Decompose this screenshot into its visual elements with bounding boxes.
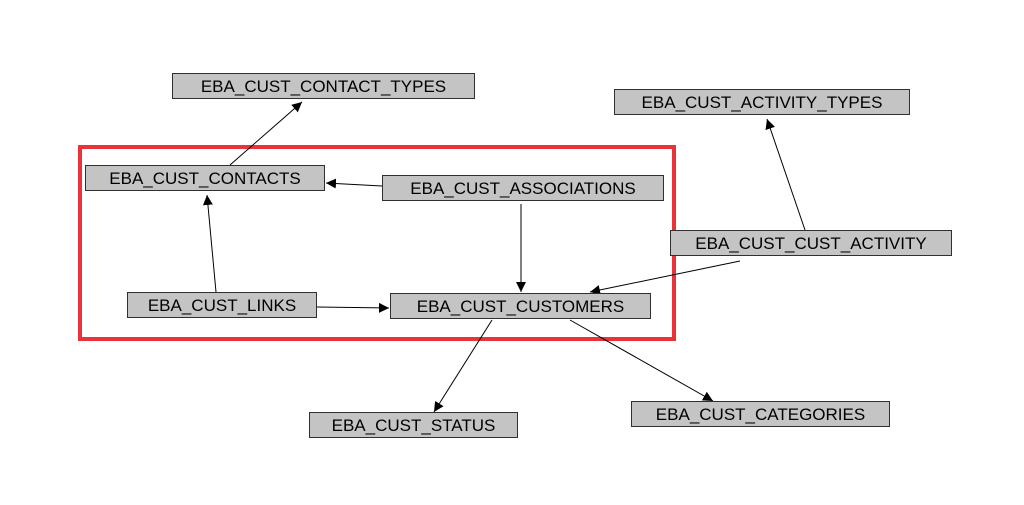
edge-associations-to-contacts xyxy=(325,178,383,189)
table-node-activity-types[interactable]: EBA_CUST_ACTIVITY_TYPES xyxy=(614,89,910,115)
edge-contacts-to-contact_types xyxy=(229,101,303,166)
edge-customers-to-categories xyxy=(569,319,714,402)
table-node-links[interactable]: EBA_CUST_LINKS xyxy=(127,292,317,318)
edge-cust_activity-to-activity_types xyxy=(765,118,806,231)
edge-cust_activity-to-customers xyxy=(589,260,741,295)
edge-links-to-contacts xyxy=(202,194,217,293)
edge-links-to-customers xyxy=(316,302,390,313)
table-node-status[interactable]: EBA_CUST_STATUS xyxy=(309,412,518,438)
table-node-cust-activity[interactable]: EBA_CUST_CUST_ACTIVITY xyxy=(670,230,952,256)
table-node-customers[interactable]: EBA_CUST_CUSTOMERS xyxy=(390,293,651,319)
table-node-categories[interactable]: EBA_CUST_CATEGORIES xyxy=(631,401,890,427)
table-node-contact-types[interactable]: EBA_CUST_CONTACT_TYPES xyxy=(172,73,475,99)
table-node-associations[interactable]: EBA_CUST_ASSOCIATIONS xyxy=(382,175,664,201)
table-node-contacts[interactable]: EBA_CUST_CONTACTS xyxy=(85,165,325,191)
edge-customers-to-status xyxy=(433,319,493,413)
